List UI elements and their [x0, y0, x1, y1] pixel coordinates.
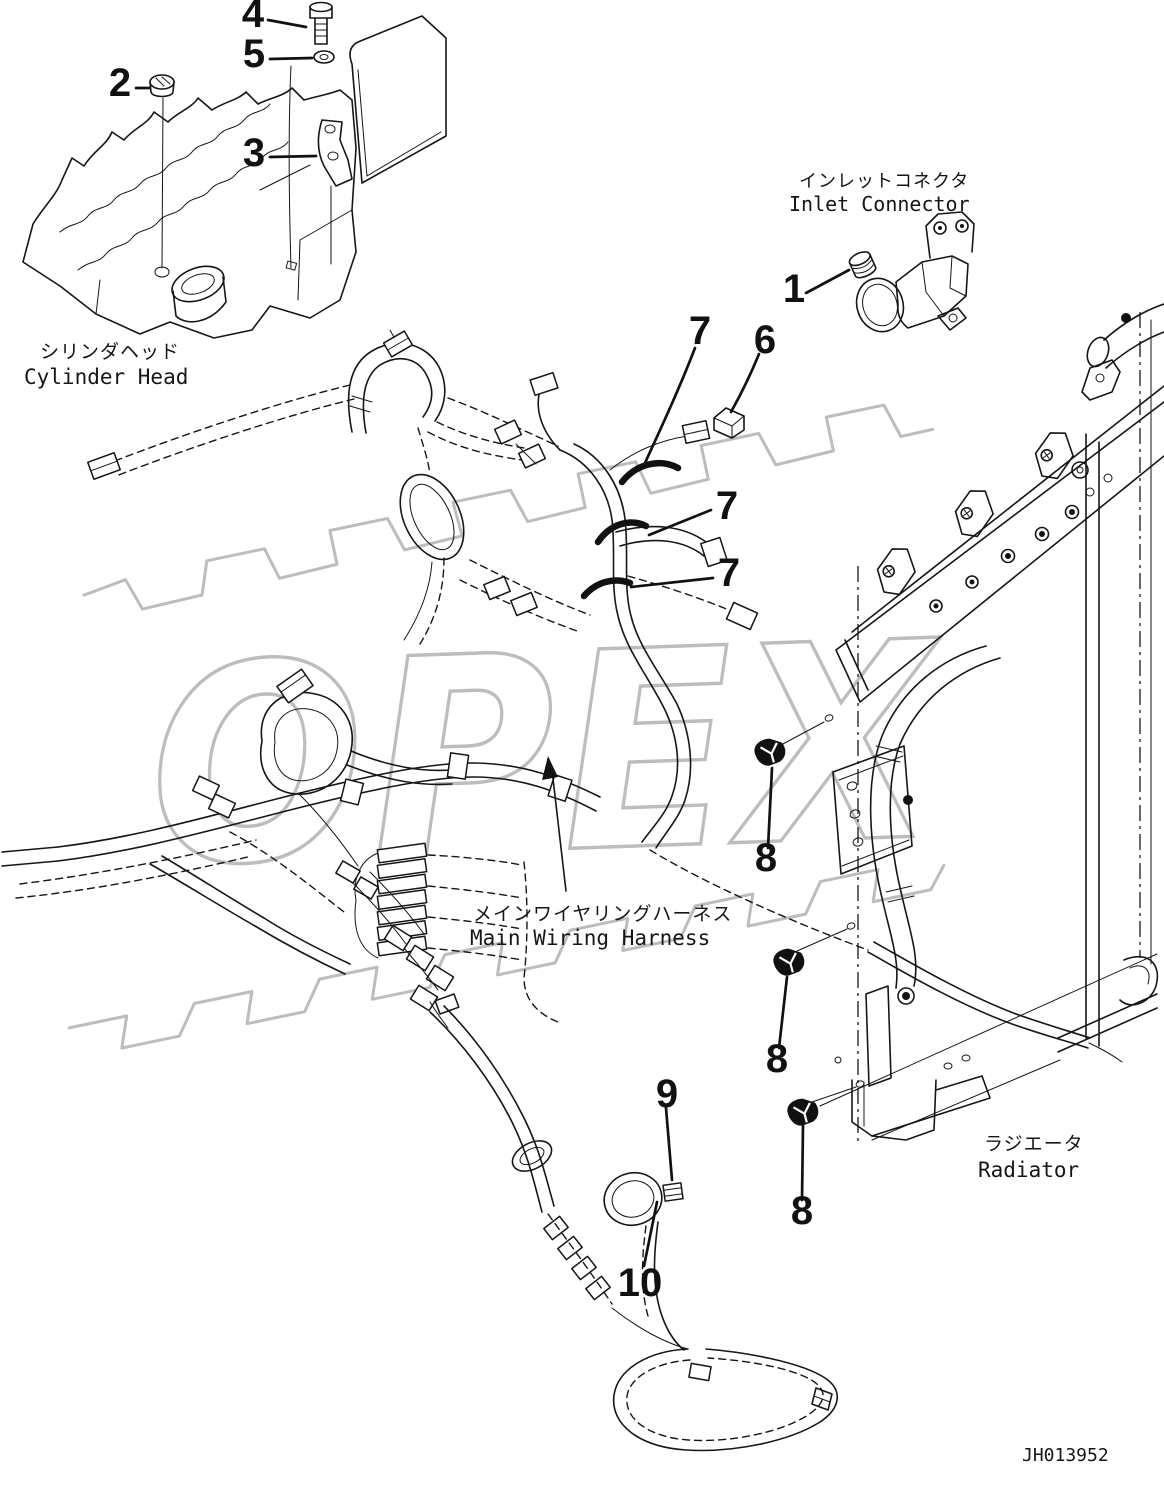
- main-wiring-harness-drawing: [1, 329, 1123, 1452]
- callout-8c: 8: [791, 1189, 813, 1233]
- callout-5: 5: [243, 32, 265, 76]
- plug-hole: [154, 266, 170, 278]
- clamp-part7: [618, 459, 682, 486]
- callout-7a: 7: [689, 309, 711, 353]
- inlet-connector-drawing: [848, 211, 975, 333]
- clip-part8: [773, 948, 805, 976]
- harness-arrow-line: [551, 769, 567, 892]
- inlet-connector-label-jp: インレットコネクタ: [799, 171, 969, 191]
- bolt-hole: [285, 260, 298, 271]
- radiator-bolts: [929, 473, 1113, 613]
- sensor-connector-part6: [713, 407, 745, 439]
- radiator-label-en: Radiator: [978, 1158, 1079, 1182]
- clip-part9: [662, 1182, 684, 1202]
- radiator-bracket: [1034, 432, 1074, 480]
- drawing-number: JH013952: [1022, 1445, 1109, 1466]
- inlet-connector-label-en: Inlet Connector: [789, 192, 970, 216]
- cylinder-head-boss: [171, 265, 227, 323]
- part-labels: シリンダヘッド Cylinder Head インレットコネクタ Inlet Co…: [24, 171, 1109, 1466]
- leader-lines: [134, 18, 857, 1268]
- watermark-gear-top: [82, 403, 935, 611]
- callout-8a: 8: [755, 836, 777, 880]
- callout-3: 3: [243, 131, 265, 175]
- cylinder-head-drawing: [22, 87, 357, 339]
- watermark-text: OPEX: [145, 584, 950, 928]
- opex-watermark: OPEX: [67, 403, 952, 1050]
- callout-1: 1: [783, 267, 805, 311]
- callout-2: 2: [109, 61, 131, 105]
- callout-7b: 7: [716, 484, 738, 528]
- callout-7c: 7: [718, 551, 740, 595]
- callout-4: 4: [242, 0, 265, 36]
- radiator-drawing: [819, 303, 1164, 1142]
- watermark-gear-bottom: [67, 863, 946, 1050]
- clip-part8: [754, 738, 786, 766]
- callout-9: 9: [656, 1072, 678, 1116]
- clip-part8: [787, 1098, 819, 1126]
- cover-plate-drawing: [149, 1, 447, 269]
- radiator-label-jp: ラジエータ: [984, 1133, 1084, 1155]
- radiator-bracket: [954, 490, 994, 538]
- bracket-part3: [317, 119, 353, 187]
- connector-stack: [354, 842, 559, 1023]
- inlet-plug-part1: [848, 251, 877, 279]
- cap-part2: [149, 74, 175, 269]
- main-harness-label-jp: メインワイヤリングハーネス: [473, 903, 732, 925]
- harness-arrow-head: [542, 756, 558, 780]
- cylinder-head-label-jp: シリンダヘッド: [40, 341, 180, 363]
- washer-part5: [313, 50, 335, 64]
- callout-10: 10: [618, 1261, 663, 1305]
- clamp-part7: [594, 519, 650, 546]
- callout-8b: 8: [766, 1037, 788, 1081]
- cylinder-head-label-en: Cylinder Head: [24, 365, 188, 389]
- callout-6: 6: [754, 318, 776, 362]
- main-harness-label-en: Main Wiring Harness: [470, 926, 710, 950]
- clamp-part7: [580, 577, 634, 600]
- bolt-part4: [309, 1, 333, 45]
- radiator-bracket: [876, 548, 916, 596]
